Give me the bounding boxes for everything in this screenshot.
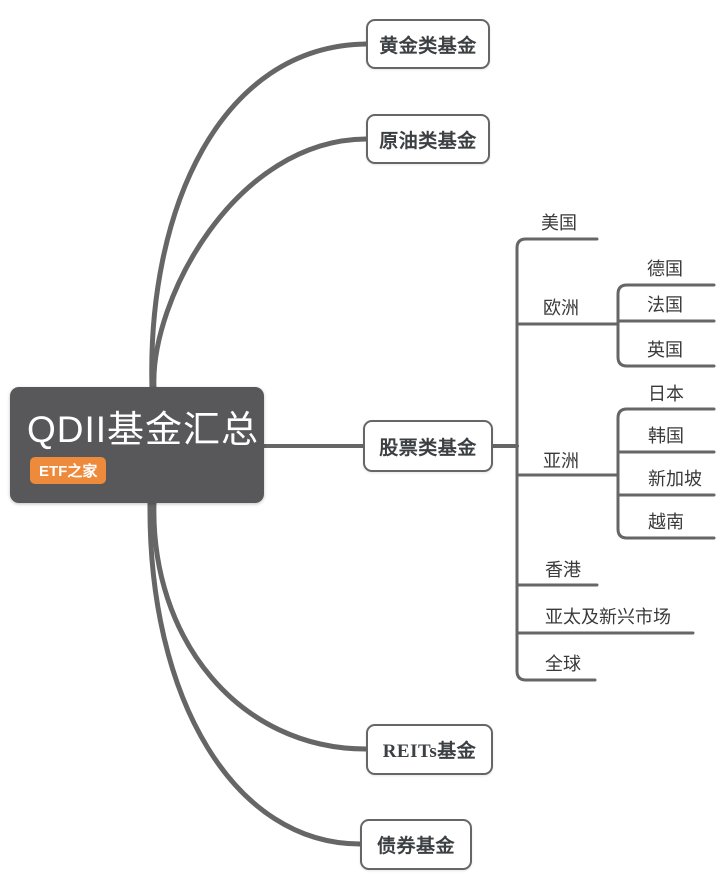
leaf-vietnam[interactable]: 越南 xyxy=(648,512,684,532)
leaf-france[interactable]: 法国 xyxy=(647,295,683,315)
leaf-japan[interactable]: 日本 xyxy=(648,384,684,404)
node-gold-funds[interactable]: 黄金类基金 xyxy=(366,19,490,69)
trunk-stock-children xyxy=(515,237,599,682)
node-stock-funds[interactable]: 股票类基金 xyxy=(363,420,493,472)
leaf-singapore[interactable]: 新加坡 xyxy=(648,469,702,489)
node-bond-funds-label: 债券基金 xyxy=(376,836,455,857)
leaf-germany[interactable]: 德国 xyxy=(647,259,683,279)
curve-root-to-oil xyxy=(151,136,369,391)
bracket-europe-children xyxy=(616,283,716,368)
leaf-europe[interactable]: 欧洲 xyxy=(543,298,579,318)
node-oil-funds[interactable]: 原油类基金 xyxy=(366,114,490,164)
root-title: QDII基金汇总 xyxy=(27,409,260,450)
root-node[interactable]: QDII基金汇总 ETF之家 xyxy=(10,387,264,503)
leaf-korea[interactable]: 韩国 xyxy=(648,426,684,446)
node-bond-funds[interactable]: 债券基金 xyxy=(360,819,472,870)
node-reits-funds[interactable]: REITs基金 xyxy=(366,724,493,775)
bracket-asia-children xyxy=(616,407,716,540)
leaf-usa[interactable]: 美国 xyxy=(541,213,577,233)
root-badge: ETF之家 xyxy=(30,457,107,484)
node-stock-funds-label: 股票类基金 xyxy=(379,437,477,459)
curve-root-to-bond xyxy=(147,499,363,847)
node-reits-funds-label: REITs基金 xyxy=(382,741,477,762)
leaf-global[interactable]: 全球 xyxy=(545,654,581,674)
leaf-asia[interactable]: 亚洲 xyxy=(543,451,579,471)
node-gold-funds-label: 黄金类基金 xyxy=(379,35,477,57)
curve-root-to-reits xyxy=(151,499,369,752)
leaf-uk[interactable]: 英国 xyxy=(647,340,683,360)
leaf-apac-emerging[interactable]: 亚太及新兴市场 xyxy=(545,607,671,627)
leaf-hongkong[interactable]: 香港 xyxy=(545,560,581,580)
curve-root-to-gold xyxy=(149,41,369,391)
node-oil-funds-label: 原油类基金 xyxy=(379,130,477,152)
